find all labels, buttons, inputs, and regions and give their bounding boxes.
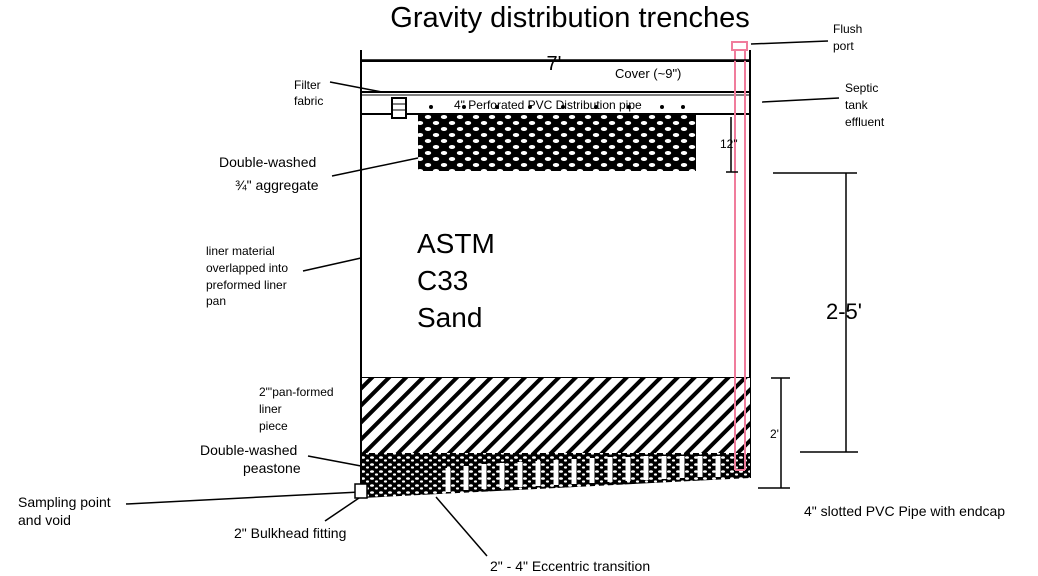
aggregate-layer (418, 114, 696, 171)
septic-label-2: tank (845, 98, 869, 112)
flush-port-label-1: Flush (833, 22, 862, 36)
peastone-label-1: Double-washed (200, 442, 297, 458)
pipe-endcap (391, 97, 407, 119)
sand-label-3: Sand (417, 302, 482, 333)
bulkhead-label: 2" Bulkhead fitting (234, 525, 346, 541)
peastone-leader (307, 455, 362, 467)
eccentric-leader (435, 496, 488, 557)
liner-material-label-1: liner material (206, 244, 275, 258)
aggregate-label-2: ¾" aggregate (235, 177, 319, 193)
pan-formed-label-1: 2"'pan-formed (259, 385, 334, 399)
sand-depth-dimension (773, 172, 858, 453)
pan-formed-label-3: piece (259, 419, 288, 433)
slotted-pipe-label: 4" slotted PVC Pipe with endcap (804, 503, 1005, 519)
filter-fabric-leader (329, 81, 383, 93)
sand-label-2: C33 (417, 265, 468, 296)
pipe-perforations (429, 105, 685, 109)
septic-label-3: effluent (845, 115, 885, 129)
eccentric-label: 2" - 4" Eccentric transition (490, 558, 650, 574)
aggregate-depth-dimension (726, 117, 738, 173)
sand-depth-label: 2-5' (826, 299, 862, 324)
liner-depth-dimension (758, 377, 790, 489)
sampling-fitting (354, 483, 368, 499)
bulkhead-leader (324, 497, 360, 522)
flush-port-leader (750, 40, 829, 45)
filter-fabric-label-2: fabric (294, 94, 323, 108)
sampling-label-1: Sampling point (18, 494, 111, 510)
liner-depth-label: 2' (770, 427, 779, 441)
aggregate-label-1: Double-washed (219, 154, 316, 170)
liner-material-label-4: pan (206, 294, 226, 308)
sampling-label-2: and void (18, 512, 71, 528)
distribution-pipe (361, 91, 750, 115)
liner-material-label-3: preformed liner (206, 278, 287, 292)
distribution-pipe-label: 4" Perforated PVC Distribution pipe (454, 98, 642, 112)
cover-label: Cover (~9") (615, 66, 681, 81)
aggregate-depth-label: 12" (720, 137, 738, 151)
sand-label-1: ASTM (417, 228, 495, 259)
pan-formed-liner (362, 378, 750, 453)
liner-material-label-2: overlapped into (206, 261, 288, 275)
septic-leader (761, 97, 840, 103)
flush-port-label-2: port (833, 39, 854, 53)
pan-formed-label-2: liner (259, 402, 282, 416)
slotted-pipe (445, 456, 721, 492)
peastone-label-2: peastone (243, 460, 301, 476)
width-label: 7' (547, 53, 562, 75)
sampling-leader (125, 491, 361, 505)
septic-label-1: Septic (845, 81, 878, 95)
filter-fabric-label-1: Filter (294, 78, 321, 92)
diagram-title: Gravity distribution trenches (390, 2, 749, 34)
aggregate-leader (331, 157, 419, 177)
flush-port-riser (731, 41, 748, 471)
liner-material-leader (302, 257, 362, 272)
